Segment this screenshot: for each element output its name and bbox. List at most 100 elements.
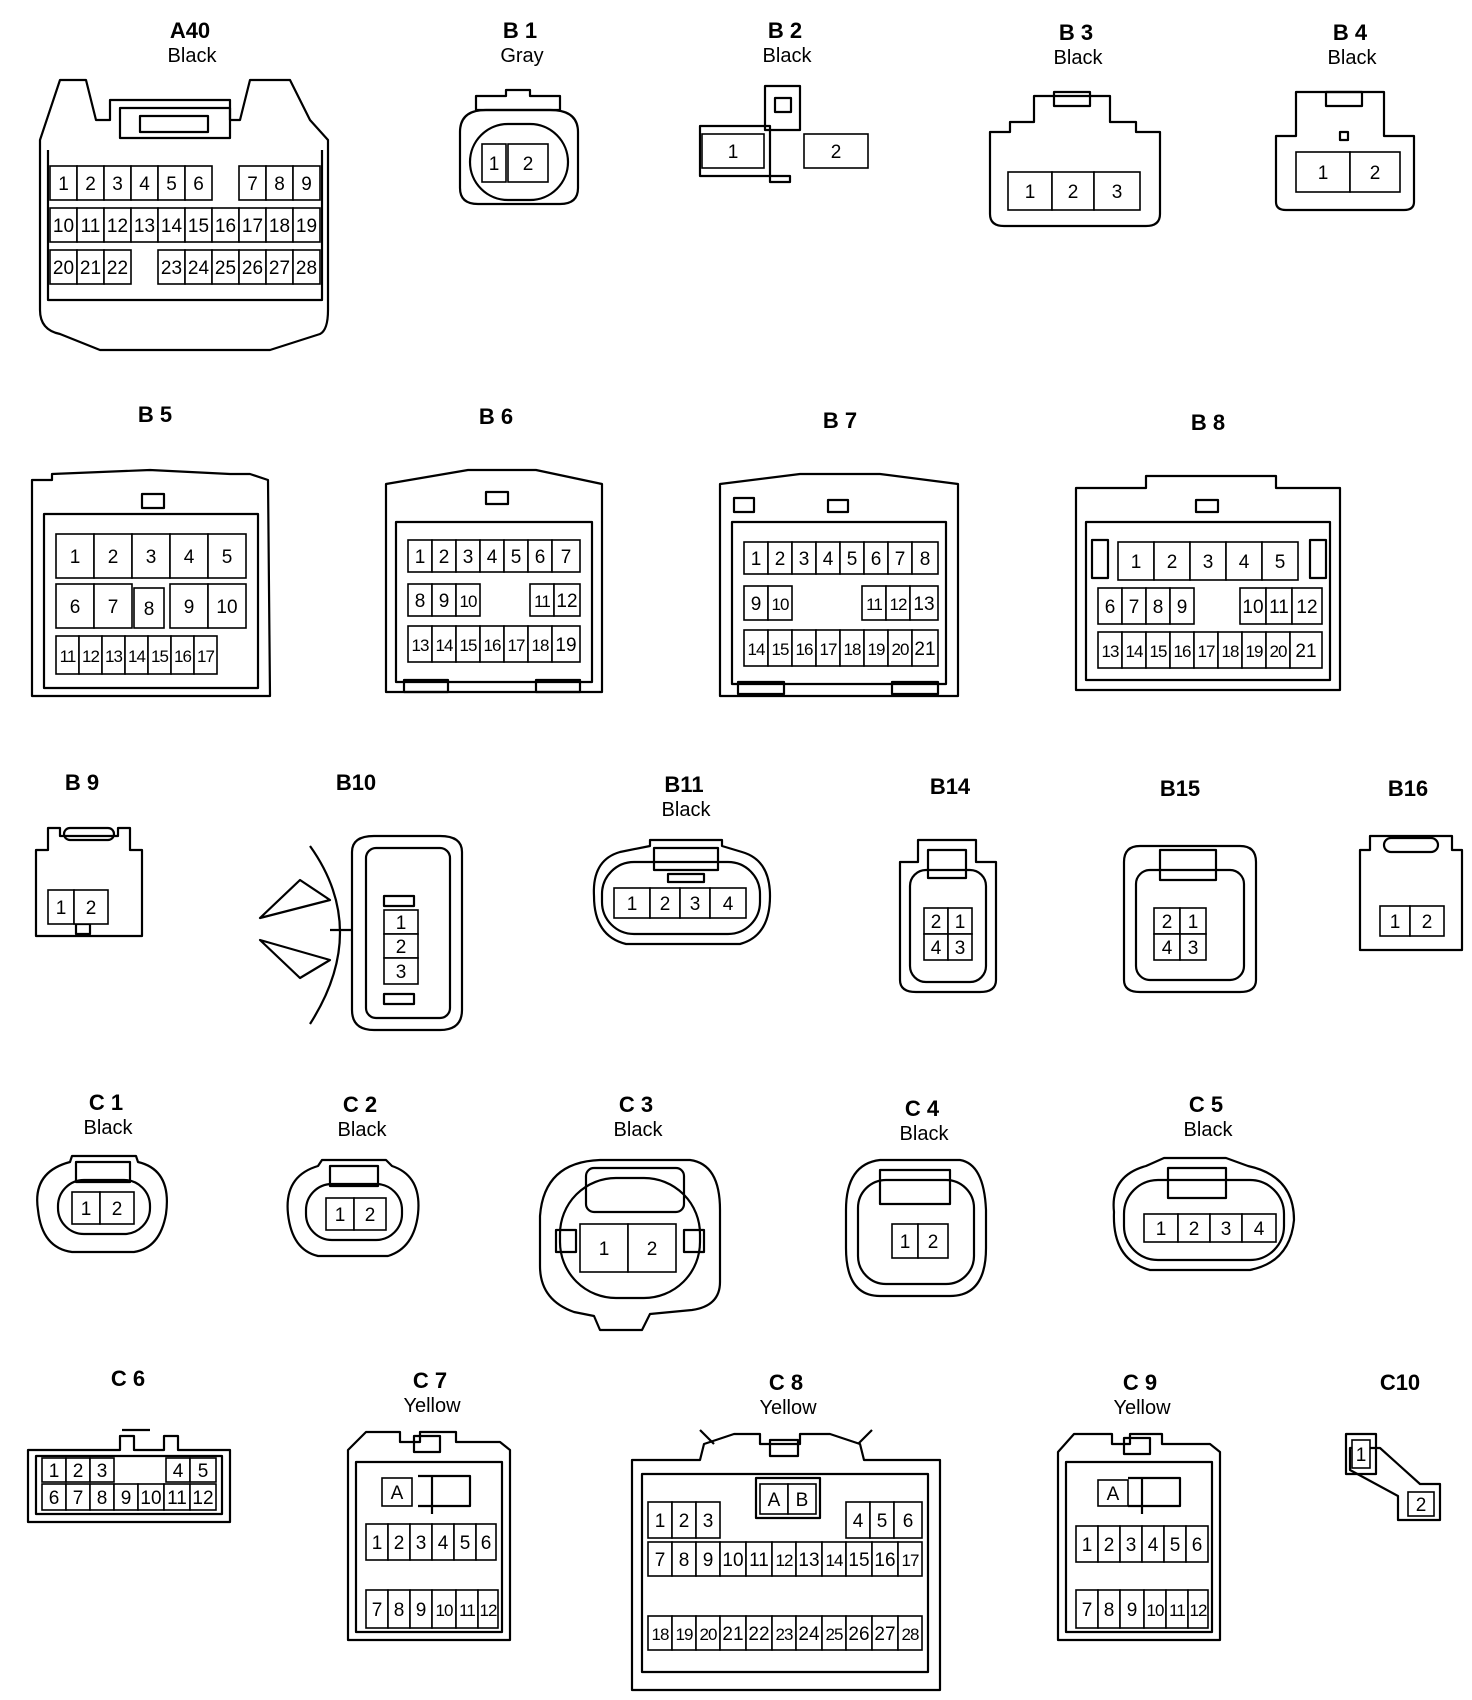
pin-cell-b8-11 — [1265, 587, 1293, 625]
pin-b1-2: 2 — [523, 154, 534, 175]
connector-color-c2: Black — [338, 1119, 388, 1141]
pin-cell-b15-1 — [1179, 907, 1207, 935]
pin-c8-26: 26 — [848, 1624, 869, 1645]
pin-b15-3: 3 — [1188, 938, 1199, 959]
pin-c9-3: 3 — [1126, 1535, 1137, 1556]
pin-cell-a40-7 — [238, 165, 267, 201]
pin-cell-b8-7 — [1121, 587, 1147, 625]
connector-id-b6: B 6 — [479, 404, 513, 429]
pin-cell-b7-9 — [743, 585, 769, 621]
pin-b6-11: 11 — [534, 592, 550, 611]
pin-cell-a40-19 — [292, 207, 321, 243]
pin-a40-24: 24 — [188, 258, 210, 279]
pin-cell-b7-21 — [911, 629, 939, 667]
connector-id-a40: A40 — [170, 18, 210, 43]
pin-c9-1: 1 — [1082, 1535, 1093, 1556]
pin-cell-c3-1 — [579, 1223, 629, 1273]
pin-b6-6: 6 — [535, 547, 546, 568]
pin-c6-5: 5 — [198, 1461, 209, 1482]
pin-b7-11: 11 — [866, 595, 882, 614]
pin-cell-b7-13 — [909, 585, 939, 621]
pin-cell-b3-2 — [1051, 171, 1095, 211]
pin-b7-10: 10 — [772, 595, 789, 614]
pin-a40-13: 13 — [134, 216, 155, 237]
pin-b9-1: 1 — [56, 898, 67, 919]
pin-c6-2: 2 — [73, 1461, 84, 1482]
pin-cell-b8-5 — [1261, 541, 1299, 581]
connector-body-c9 — [1056, 1432, 1222, 1642]
pin-b8-17: 17 — [1198, 642, 1215, 661]
pin-cell-b1-1 — [481, 143, 507, 183]
pin-b8-13: 13 — [1102, 642, 1119, 661]
pin-cell-c8-11 — [745, 1541, 773, 1577]
pin-b11-3: 3 — [690, 894, 701, 915]
pin-b3-2: 2 — [1068, 182, 1079, 203]
pin-b7-19: 19 — [868, 640, 885, 659]
pin-b6-15: 15 — [460, 636, 477, 655]
connector-color-b3: Black — [1054, 47, 1104, 69]
pin-cell-c8-B — [787, 1483, 817, 1515]
pin-c8-10: 10 — [722, 1550, 743, 1571]
connector-body-c2 — [286, 1158, 420, 1258]
pin-b7-1: 1 — [751, 549, 762, 570]
pin-b6-5: 5 — [511, 547, 522, 568]
pin-c8-21: 21 — [722, 1624, 743, 1645]
pin-cell-a40-1 — [49, 165, 78, 201]
pin-b16-1: 1 — [1390, 912, 1401, 933]
pin-cell-b7-8 — [911, 541, 939, 575]
pin-b6-8: 8 — [415, 591, 426, 612]
connector-id-c7: C 7 — [413, 1368, 447, 1393]
pin-c7-6: 6 — [481, 1533, 492, 1554]
pin-cell-b2-2 — [803, 133, 869, 169]
pin-cell-a40-9 — [292, 165, 321, 201]
pin-c5-1: 1 — [1156, 1219, 1167, 1240]
connector-id-b4: B 4 — [1333, 20, 1368, 45]
pin-cell-a40-22 — [103, 249, 132, 285]
pin-cell-b7-14 — [743, 629, 769, 667]
pin-c5-3: 3 — [1221, 1219, 1232, 1240]
pin-b16-2: 2 — [1422, 912, 1433, 933]
pin-c7-A: A — [391, 1483, 404, 1504]
pin-c4-1: 1 — [900, 1232, 911, 1253]
pin-c8-B: B — [796, 1490, 809, 1511]
pin-cell-a40-3 — [103, 165, 132, 201]
connector-id-b2: B 2 — [768, 18, 802, 43]
pin-cell-b6-9 — [431, 583, 457, 617]
pin-a40-14: 14 — [161, 216, 183, 237]
pin-b9-2: 2 — [86, 898, 97, 919]
pin-b7-18: 18 — [844, 640, 861, 659]
pin-b8-16: 16 — [1174, 642, 1191, 661]
pin-b8-20: 20 — [1270, 642, 1287, 661]
pin-cell-c8-19 — [671, 1615, 697, 1651]
pin-c8-19: 19 — [676, 1625, 693, 1644]
pin-c7-4: 4 — [438, 1533, 449, 1554]
pin-cell-c6-12 — [189, 1483, 217, 1511]
connector-body-c4 — [844, 1158, 988, 1298]
connector-id-c3: C 3 — [619, 1092, 653, 1117]
pin-b6-12: 12 — [556, 591, 577, 612]
pin-b5-13: 13 — [105, 647, 122, 666]
pin-b15-1: 1 — [1188, 912, 1199, 933]
pin-b8-8: 8 — [1153, 597, 1164, 618]
pin-cell-c6-2 — [65, 1457, 91, 1483]
pin-b8-3: 3 — [1203, 552, 1214, 573]
connector-body-c8 — [630, 1429, 942, 1692]
pin-c8-14: 14 — [826, 1551, 843, 1570]
pin-cell-c8-13 — [795, 1541, 823, 1577]
pin-cell-b4-1 — [1295, 151, 1351, 193]
pin-cell-b7-20 — [887, 629, 913, 667]
pin-cell-c8-14 — [821, 1541, 847, 1577]
connector-id-b10: B10 — [336, 770, 376, 795]
pin-a40-21: 21 — [80, 258, 101, 279]
pin-b14-3: 3 — [955, 938, 966, 959]
pin-b5-5: 5 — [222, 547, 233, 568]
pin-b6-16: 16 — [484, 636, 501, 655]
connector-id-c8: C 8 — [769, 1370, 803, 1395]
pin-a40-10: 10 — [53, 216, 74, 237]
